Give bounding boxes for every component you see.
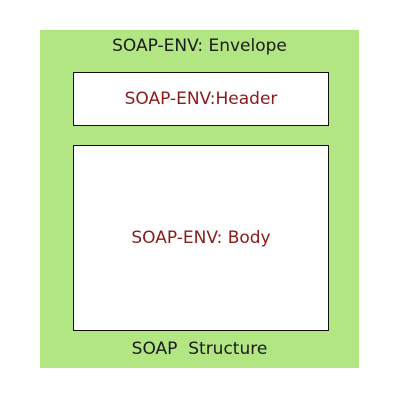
diagram-caption: SOAP Structure	[131, 339, 268, 359]
body-label: SOAP-ENV: Body	[131, 228, 271, 248]
envelope-title: SOAP-ENV: Envelope	[112, 36, 287, 56]
soap-body-box: SOAP-ENV: Body	[73, 145, 329, 331]
soap-envelope: SOAP-ENV: Envelope SOAP-ENV:Header SOAP-…	[40, 30, 359, 368]
header-label: SOAP-ENV:Header	[124, 89, 278, 109]
soap-header-box: SOAP-ENV:Header	[73, 72, 329, 126]
